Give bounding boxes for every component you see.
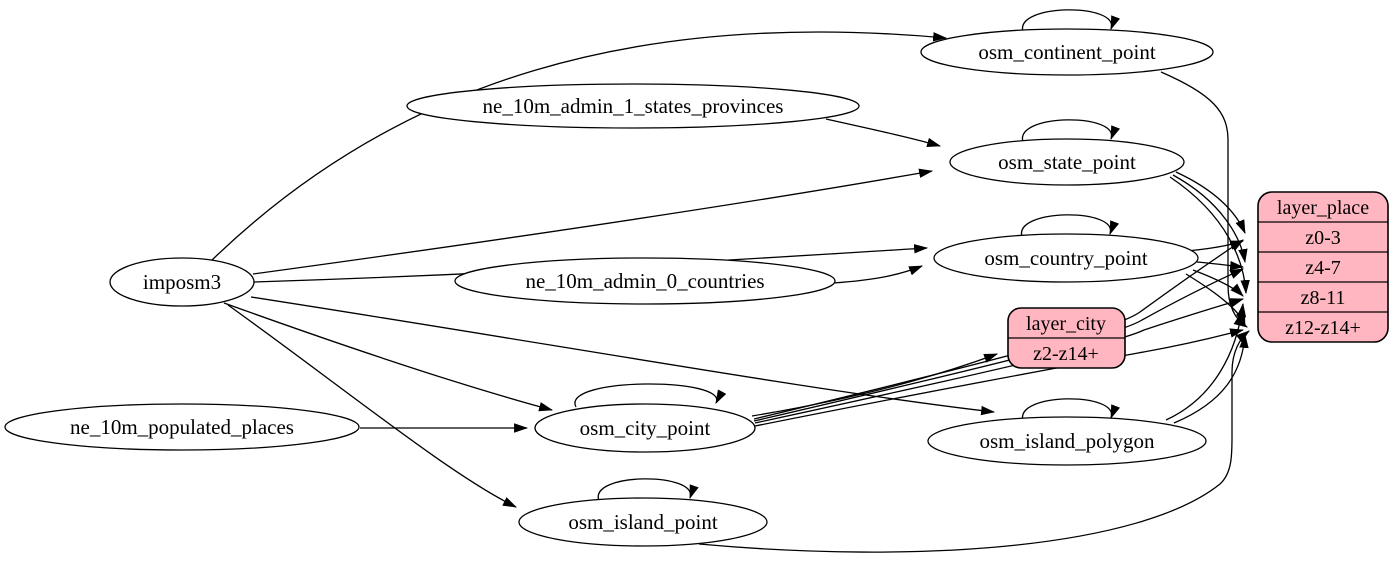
node-imposm3-label: imposm3	[143, 270, 221, 294]
node-osm-island-point: osm_island_point	[518, 497, 768, 547]
edge-osm-state-point-z0-3	[1175, 171, 1246, 234]
node-imposm3-shape	[109, 257, 255, 307]
edge-osm-state-point-z4-7	[1172, 174, 1248, 264]
node-osm-island-point-label: osm_island_point	[568, 510, 718, 534]
node-osm-continent-point-label: osm_continent_point	[978, 40, 1155, 64]
node-ne-10m-admin-0-countries: ne_10m_admin_0_countries	[454, 257, 836, 305]
node-ne-10m-admin-1-states-provinces-label: ne_10m_admin_1_states_provinces	[483, 94, 784, 118]
edge-osm-state-point-z8-11	[1169, 176, 1250, 295]
node-ne-10m-populated-places: ne_10m_populated_places	[4, 403, 360, 451]
edge-ne-admin0-osm-country-point	[832, 265, 923, 284]
record-layer-place: layer_place z0-3 z4-7 z8-11 z12-z14+	[1257, 191, 1389, 343]
node-osm-island-polygon-shape	[927, 416, 1207, 466]
self-loop-osm-continent-point	[1022, 9, 1121, 33]
edge-imposm3-osm-island-polygon	[250, 296, 996, 416]
node-osm-island-polygon-label: osm_island_polygon	[979, 429, 1155, 453]
record-layer-place-row-z8-11: z8-11	[1301, 287, 1346, 309]
record-layer-city-row-z2-z14: z2-z14+	[1033, 343, 1099, 365]
edge-osm-city-point-z4-7	[753, 268, 1244, 422]
node-ne-10m-admin-1-states-provinces: ne_10m_admin_1_states_provinces	[406, 83, 860, 129]
node-osm-country-point-label: osm_country_point	[984, 246, 1147, 270]
node-ne-10m-populated-places-label: ne_10m_populated_places	[70, 415, 294, 439]
node-osm-state-point: osm_state_point	[949, 138, 1185, 186]
record-layer-city-title: layer_city	[1026, 313, 1106, 335]
node-ne-10m-admin-0-countries-shape	[454, 257, 836, 305]
record-layer-place-title: layer_place	[1277, 197, 1369, 219]
edge-imposm3-osm-island-point	[227, 304, 517, 508]
self-loop-osm-city-point	[574, 383, 727, 408]
edge-osm-continent-point-z12-z14	[1160, 71, 1248, 328]
node-osm-state-point-shape	[949, 138, 1185, 186]
edge-osm-country-point-z8-11	[1192, 269, 1244, 297]
self-loop-osm-island-polygon	[1022, 398, 1121, 422]
node-osm-island-point-shape	[518, 497, 768, 547]
edge-osm-city-point-z12-z14	[754, 328, 1245, 427]
edge-osm-city-point-z8-11	[754, 298, 1245, 424]
node-osm-continent-point: osm_continent_point	[920, 28, 1214, 76]
record-layer-city: layer_city z2-z14+	[1007, 307, 1126, 369]
node-osm-state-point-label: osm_state_point	[998, 150, 1136, 174]
record-layer-place-row-z4-7: z4-7	[1305, 257, 1341, 279]
node-osm-city-point-label: osm_city_point	[580, 416, 711, 440]
self-loop-osm-island-point	[597, 478, 699, 502]
record-layer-place-row-z12-z14: z12-z14+	[1285, 317, 1361, 339]
node-osm-continent-point-shape	[920, 28, 1214, 76]
node-ne-10m-admin-0-countries-label: ne_10m_admin_0_countries	[525, 269, 764, 293]
node-imposm3: imposm3	[109, 257, 255, 307]
node-osm-country-point: osm_country_point	[933, 233, 1199, 283]
node-osm-island-polygon: osm_island_polygon	[927, 416, 1207, 466]
edge-osm-island-polygon-z8-11	[1165, 302, 1247, 421]
record-layer-place-shape	[1257, 191, 1389, 343]
node-ne-10m-admin-1-states-provinces-shape	[406, 83, 860, 129]
edge-imposm3-osm-state-point	[252, 168, 934, 275]
node-osm-city-point-shape	[534, 403, 756, 453]
edge-osm-island-point-z12-z14	[698, 330, 1250, 553]
edge-osm-country-point-z4-7	[1196, 260, 1245, 271]
edge-imposm3-osm-continent-point	[210, 31, 948, 262]
edge-ne-admin1-osm-state-point	[825, 118, 942, 148]
node-ne-10m-populated-places-shape	[4, 403, 360, 451]
edge-osm-country-point-z0-3	[1186, 240, 1245, 252]
edge-osm-island-polygon-z12-z14	[1173, 333, 1249, 424]
edge-osm-city-point-layer-city	[751, 353, 999, 417]
node-osm-country-point-shape	[933, 233, 1199, 283]
self-loop-osm-country-point	[1021, 214, 1120, 238]
self-loop-osm-state-point	[1022, 119, 1121, 143]
record-layer-place-row-z0-3: z0-3	[1305, 227, 1341, 249]
node-osm-city-point: osm_city_point	[534, 403, 756, 453]
edge-imposm3-osm-city-point	[223, 302, 554, 412]
